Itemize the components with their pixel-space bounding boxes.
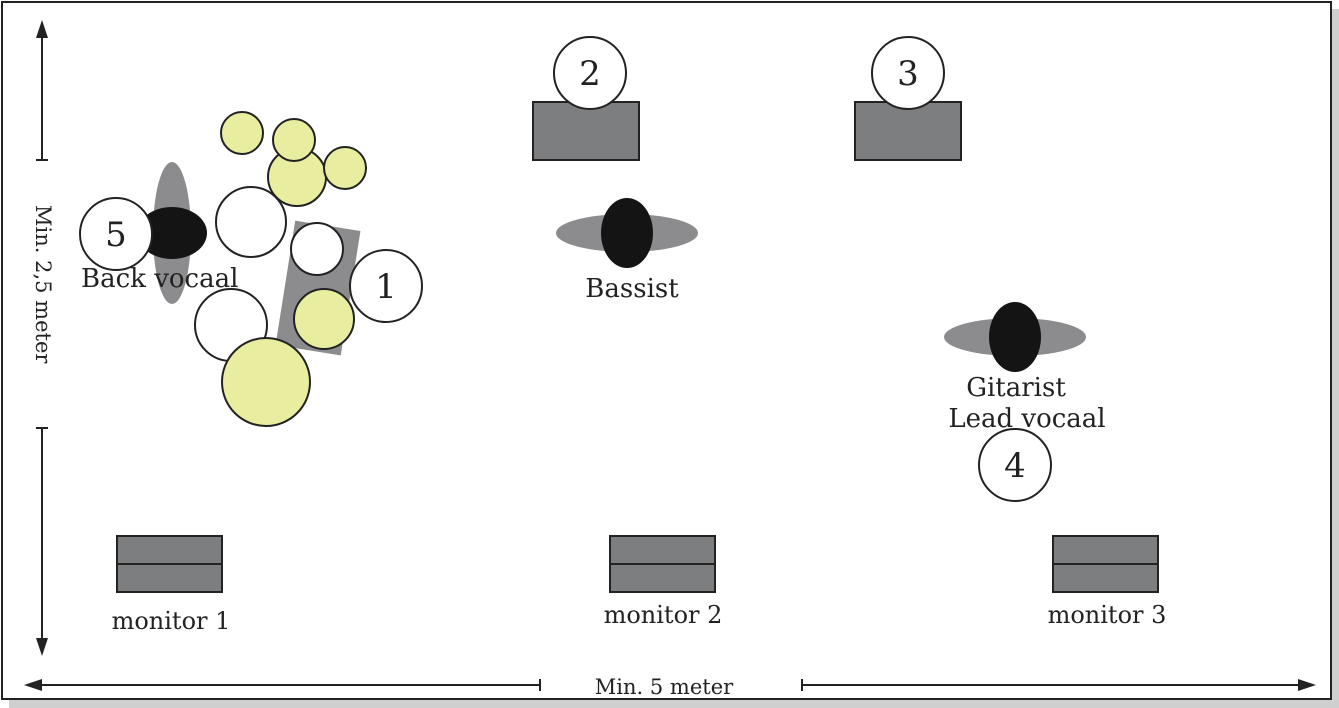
- arrow-down-icon: [36, 638, 48, 656]
- marker-3: 3: [871, 36, 945, 110]
- arrow-right-icon: [1298, 679, 1316, 691]
- bass-amp: [532, 101, 640, 161]
- bassist-label: Bassist: [585, 274, 679, 304]
- marker-4: 4: [978, 428, 1052, 502]
- back-vocal-position: Back vocaal: [81, 162, 238, 304]
- svg-text:4: 4: [1004, 446, 1026, 486]
- cymbal: [323, 146, 367, 190]
- cymbal: [220, 111, 264, 155]
- svg-text:1: 1: [375, 267, 397, 307]
- monitor-3: monitor 3: [1048, 535, 1167, 629]
- arrow-up-icon: [36, 20, 48, 38]
- marker-5: 5: [79, 197, 153, 271]
- musician-body: [989, 302, 1041, 372]
- tom-drum: [215, 186, 287, 258]
- marker-1: 1: [349, 249, 423, 323]
- guitarist-label: Gitarist: [966, 373, 1066, 403]
- drum-kit: [194, 111, 367, 427]
- tom-drum: [290, 222, 344, 276]
- svg-text:3: 3: [897, 54, 919, 94]
- guitarist-position: Gitarist Lead vocaal: [944, 302, 1106, 434]
- guitar-amp: [854, 101, 962, 161]
- monitor-1: monitor 1: [112, 535, 231, 635]
- cymbal: [293, 288, 355, 350]
- monitor-3-label: monitor 3: [1048, 601, 1167, 629]
- cymbal: [221, 337, 311, 427]
- musician-body: [601, 198, 653, 268]
- width-dimension: Min. 5 meter: [24, 675, 1316, 699]
- cymbal: [272, 118, 316, 162]
- height-label: Min. 2,5 meter: [31, 205, 55, 364]
- monitor-2-label: monitor 2: [604, 601, 723, 629]
- bassist-position: Bassist: [556, 198, 698, 304]
- arrow-left-icon: [24, 679, 42, 691]
- width-label: Min. 5 meter: [595, 675, 734, 699]
- svg-text:5: 5: [105, 215, 127, 255]
- height-dimension: Min. 2,5 meter: [31, 20, 55, 656]
- lead-vocal-label: Lead vocaal: [948, 404, 1105, 434]
- svg-text:2: 2: [579, 54, 601, 94]
- musician-body: [137, 207, 207, 259]
- monitor-1-label: monitor 1: [112, 607, 231, 635]
- marker-2: 2: [553, 36, 627, 110]
- monitor-2: monitor 2: [604, 535, 723, 629]
